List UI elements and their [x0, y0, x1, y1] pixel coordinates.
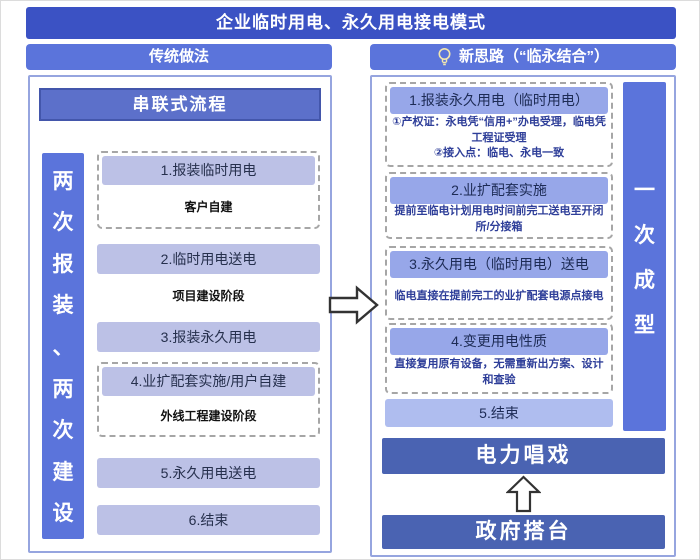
left-step-6-label: 6.结束 [97, 505, 320, 535]
left-column-header: 传统做法 [26, 44, 332, 70]
right-step-4-detail: 直接复用原有设备，无需重新出方案、设计和查验 [394, 357, 604, 386]
right-step-4-group: 4.变更用电性质 直接复用原有设备，无需重新出方案、设计和查验 [385, 323, 613, 394]
left-step-1-label: 1.报装临时用电 [102, 156, 315, 185]
left-step-1-note: 客户自建 [184, 199, 233, 214]
right-step-5-label: 5.结束 [385, 399, 613, 427]
government-stage-bar: 政府搭台 [382, 515, 665, 549]
right-vertical-label: 一次成型 [623, 82, 666, 431]
page-title: 企业临时用电、永久用电接电模式 [26, 7, 676, 39]
right-step-3-group: 3.永久用电（临时用电）送电 临电直接在提前完工的业扩配套电源点接电 [385, 246, 613, 320]
flow-right-arrow-icon [328, 283, 380, 327]
power-stage-bar: 电力唱戏 [382, 438, 665, 474]
right-step-2-label: 2.业扩配套实施 [390, 177, 608, 204]
right-step-3-detail: 临电直接在提前完工的业扩配套电源点接电 [394, 290, 604, 303]
right-column-header: 新思路（“临永结合”） [370, 44, 676, 70]
flow-up-arrow-icon [506, 475, 541, 513]
left-vertical-label: 两次报装、两次建设 [42, 153, 84, 539]
right-step-1-detail-line1: ①产权证：永电凭“信用+”办电受理，临电凭工程证受理 [392, 115, 606, 144]
left-step-4-group: 4.业扩配套实施/用户自建 外线工程建设阶段 [97, 362, 320, 437]
right-step-3-label: 3.永久用电（临时用电）送电 [390, 251, 608, 278]
right-step-2-detail: 提前至临电计划用电时间前完工送电至开闭所/分接箱 [394, 204, 604, 233]
left-phase-note: 项目建设阶段 [172, 289, 245, 303]
left-step-5-label: 5.永久用电送电 [97, 458, 320, 488]
left-step-1-group: 1.报装临时用电 客户自建 [97, 151, 320, 229]
lightbulb-icon [437, 47, 452, 67]
right-step-1-label: 1.报装永久用电（临时用电） [390, 87, 608, 114]
left-column-header-label: 传统做法 [148, 48, 209, 65]
right-step-4-label: 4.变更用电性质 [390, 328, 608, 355]
right-column-header-label: 新思路（“临永结合”） [458, 48, 609, 65]
right-step-1-detail-line2: ②接入点：临电、永电一致 [433, 147, 565, 160]
right-step-2-group: 2.业扩配套实施 提前至临电计划用电时间前完工送电至开闭所/分接箱 [385, 172, 613, 239]
left-step-4-label: 4.业扩配套实施/用户自建 [102, 367, 315, 396]
left-step-2-label: 2.临时用电送电 [97, 244, 320, 274]
right-step-1-detail: ①产权证：永电凭“信用+”办电受理，临电凭工程证受理 ②接入点：临电、永电一致 [392, 114, 606, 163]
left-step-4-note: 外线工程建设阶段 [160, 409, 257, 423]
left-step-3-label: 3.报装永久用电 [97, 322, 320, 352]
serial-process-title: 串联式流程 [39, 88, 321, 121]
right-step-1-group: 1.报装永久用电（临时用电） ①产权证：永电凭“信用+”办电受理，临电凭工程证受… [385, 82, 613, 167]
